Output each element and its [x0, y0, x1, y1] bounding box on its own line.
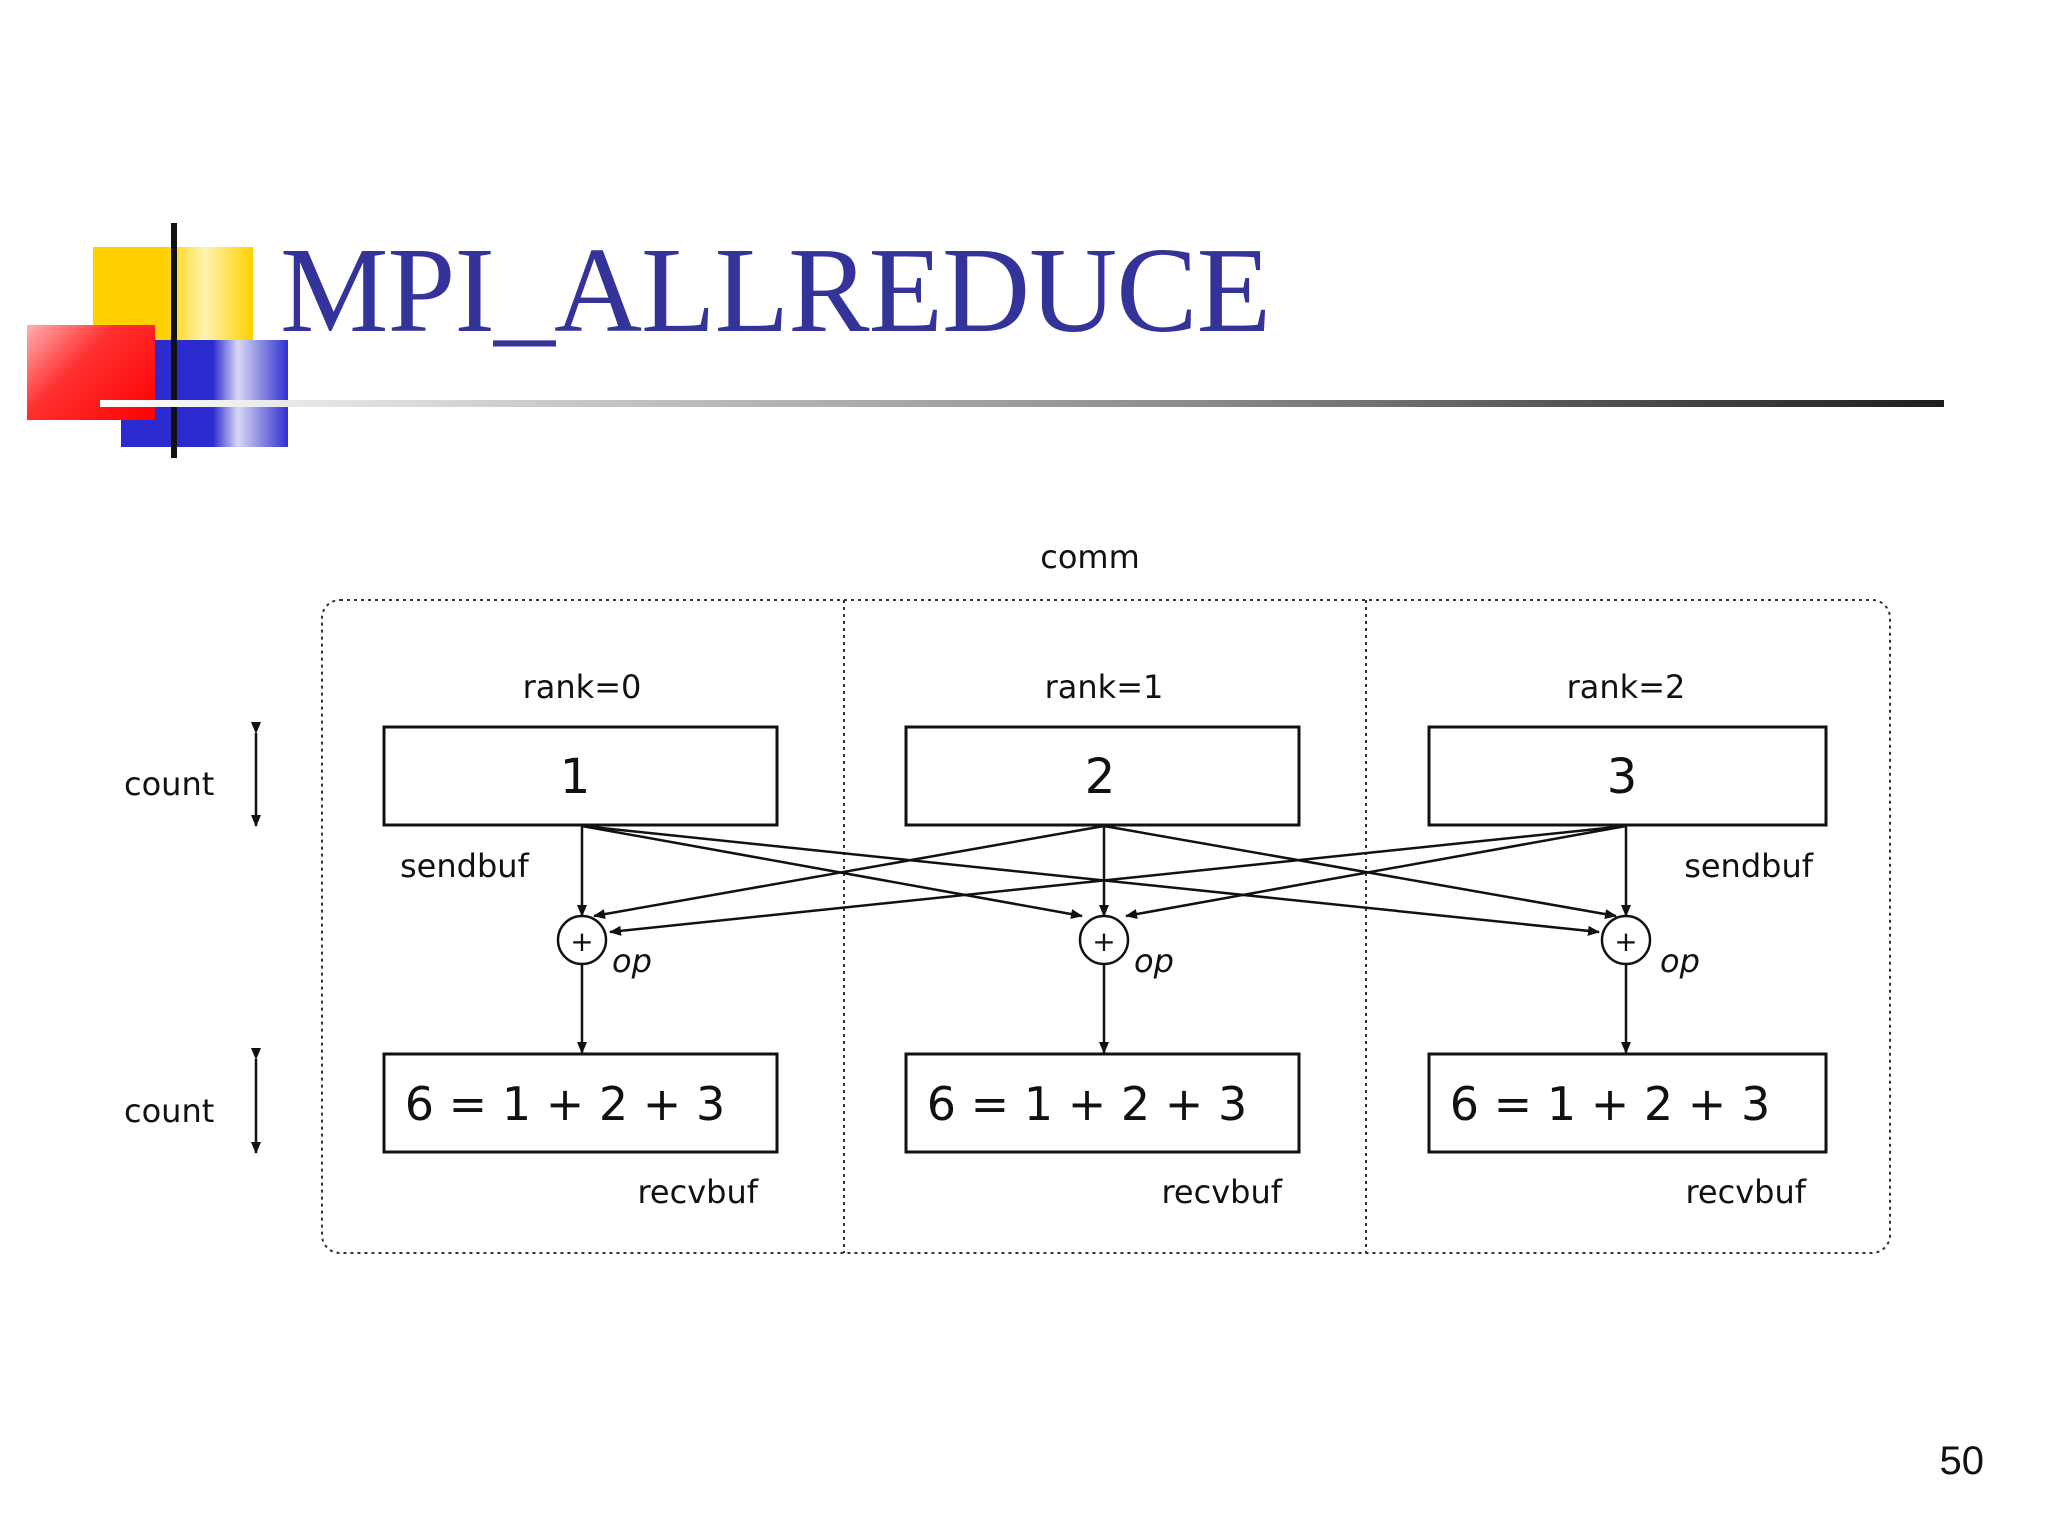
comm-boundary — [321, 599, 1891, 1254]
recvbuf-label: recvbuf — [637, 1173, 758, 1211]
sendbuf-value: 1 — [560, 749, 591, 805]
rank-column-2: rank=2 3 sendbuf + op 6 = 1 + 2 + 3 recv… — [1427, 668, 1828, 1211]
op-plus-icon: + — [1614, 925, 1637, 958]
op-label: op — [1660, 942, 1700, 980]
rank-column-1: rank=1 2 + op 6 = 1 + 2 + 3 recvbuf — [904, 668, 1301, 1211]
op-plus-icon: + — [570, 925, 593, 958]
sendbuf-value: 3 — [1607, 749, 1638, 805]
recvbuf-value: 6 = 1 + 2 + 3 — [927, 1077, 1247, 1131]
op-label: op — [1134, 942, 1174, 980]
rank-label: rank=2 — [1567, 668, 1686, 706]
comm-label: comm — [1040, 538, 1140, 576]
count-label-sendbuf: count — [124, 765, 214, 803]
op-node — [556, 914, 608, 966]
rank-label: rank=0 — [523, 668, 642, 706]
logo-vertical-bar — [171, 223, 177, 458]
title-underline — [100, 400, 1944, 407]
sendbuf-box — [904, 725, 1301, 827]
count-label-recvbuf: count — [124, 1092, 214, 1130]
slide-title: MPI_ALLREDUCE — [280, 223, 1271, 358]
slide-page-number: 50 — [1939, 1439, 1985, 1483]
recvbuf-box — [904, 1052, 1301, 1154]
sendbuf-label: sendbuf — [1684, 847, 1814, 885]
op-label: op — [612, 942, 652, 980]
sendbuf-box — [1427, 725, 1828, 827]
slide-logo — [0, 0, 300, 470]
recvbuf-value: 6 = 1 + 2 + 3 — [1450, 1077, 1770, 1131]
op-node — [1600, 914, 1652, 966]
rank-column-0: rank=0 1 sendbuf + op 6 = 1 + 2 + 3 recv… — [382, 668, 779, 1211]
recvbuf-box — [1427, 1052, 1828, 1154]
op-node — [1078, 914, 1130, 966]
recvbuf-box — [382, 1052, 779, 1154]
rank-label: rank=1 — [1045, 668, 1164, 706]
recvbuf-value: 6 = 1 + 2 + 3 — [405, 1077, 725, 1131]
recvbuf-label: recvbuf — [1161, 1173, 1282, 1211]
op-plus-icon: + — [1092, 925, 1115, 958]
data-flow-arrows — [577, 824, 1631, 1054]
sendbuf-label: sendbuf — [400, 847, 530, 885]
sendbuf-value: 2 — [1085, 749, 1116, 805]
sendbuf-box — [382, 725, 779, 827]
recvbuf-label: recvbuf — [1685, 1173, 1806, 1211]
